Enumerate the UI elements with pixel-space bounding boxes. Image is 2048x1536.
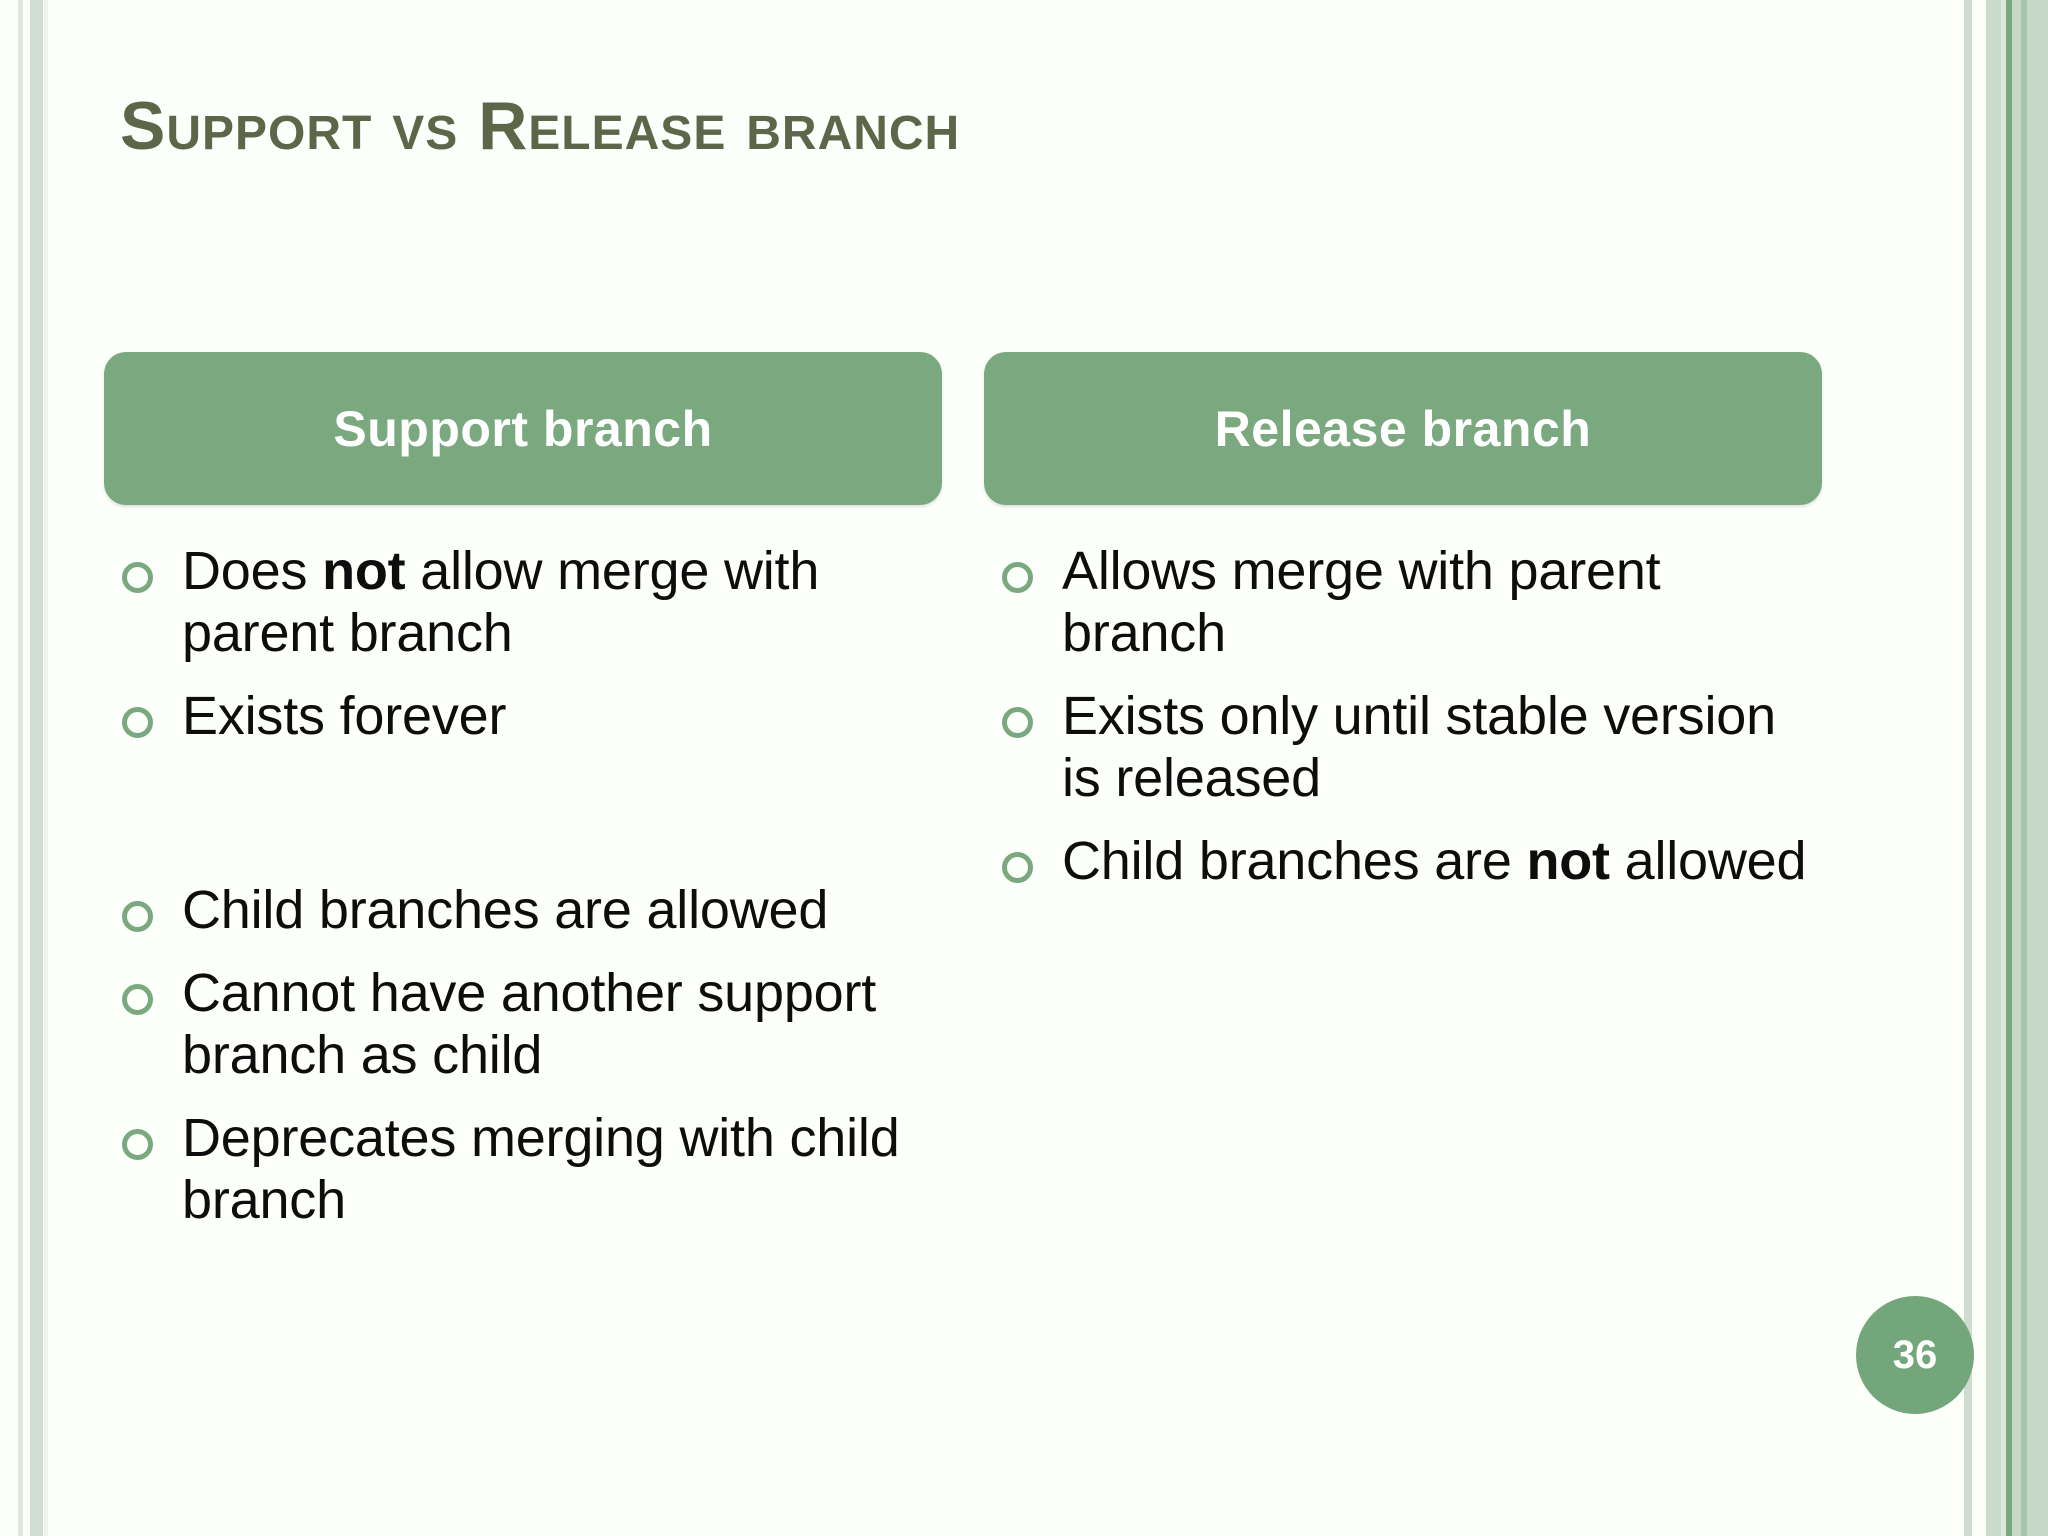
bullet-circle-icon [122,562,153,593]
release-branch-header-label: Release branch [1214,400,1592,457]
right-border-stripe-4 [2001,0,2006,1536]
bullet-circle-icon [1002,852,1033,884]
bullet-text: Cannot have another support branch as ch… [182,963,877,1085]
release-branch-header: Release branch [984,352,1822,505]
bullet-text: Exists forever [182,686,507,747]
page-number-badge: 36 [1856,1296,1974,1414]
right-border-stripe-2 [1972,0,1986,1536]
bullet-text: Allows merge with parent branch [1062,541,1661,663]
bullet-item: Cannot have another support branch as ch… [104,963,942,1086]
bullet-text: Deprecates merging with child branch [182,1108,900,1230]
support-branch-header: Support branch [104,352,942,505]
left-border-stripe-4 [44,0,48,1536]
bullet-circle-icon [122,707,153,739]
bullet-circle-icon [1002,562,1033,593]
right-border-stripe-7 [2021,0,2027,1536]
bullet-item: Deprecates merging with child branch [104,1108,942,1231]
bullet-circle-icon [122,984,153,1016]
bullet-item: Child branches are not allowed [984,831,1822,893]
right-border-stripe-8 [2027,0,2048,1536]
bullet-text: Exists only until stable version is rele… [1062,686,1776,808]
bullet-circle-icon [122,900,153,932]
right-border-stripe-1 [1964,0,1972,1536]
bullet-text: Child branches are not allowed [1062,831,1807,892]
support-branch-header-label: Support branch [333,400,713,457]
bullet-item: Child branches are allowed [104,880,942,942]
left-border-stripe-3 [30,0,43,1536]
bullet-circle-icon [122,1129,153,1161]
left-border-stripe-1 [18,0,23,1536]
page-number-label: 36 [1892,1332,1938,1377]
right-border-stripe-6 [2012,0,2021,1536]
right-border-stripe-3 [1986,0,2001,1536]
bullet-item: Exists only until stable version is rele… [984,686,1822,809]
bullet-item: Does not allow merge with parent branch [104,541,942,664]
bullet-emphasis: not [1526,831,1610,892]
right-border-stripe-5 [2006,0,2012,1536]
page-title: Support vs Release branch [120,88,961,164]
bullet-item: Allows merge with parent branch [984,541,1822,664]
bullet-circle-icon [1002,707,1033,739]
release-branch-column: Release branch Allows merge with parent … [984,352,1822,915]
support-branch-column: Support branch Does not allow merge with… [104,352,942,1253]
bullet-text: Child branches are allowed [182,879,829,940]
bullet-emphasis: not [322,541,406,601]
bullet-text: Does not allow merge with parent branch [182,541,820,663]
bullet-item: Exists forever [104,686,942,748]
left-border-stripe-2 [26,0,29,1536]
